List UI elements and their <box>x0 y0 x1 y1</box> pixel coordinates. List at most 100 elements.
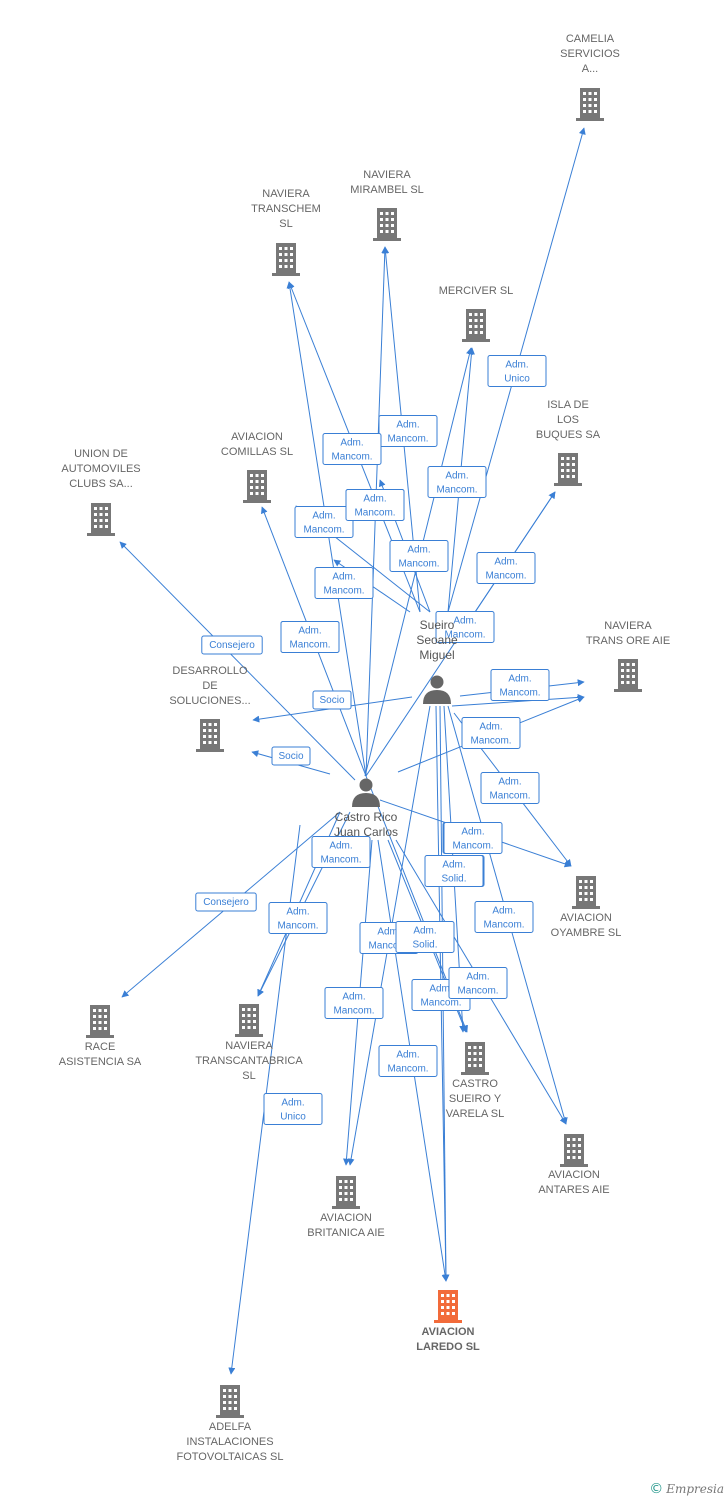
company-node-desarrollo[interactable]: DESARROLLODESOLUCIONES... <box>169 665 251 752</box>
relationship-label[interactable]: Socio <box>312 690 352 710</box>
relationship-label[interactable]: Adm.Mancom. <box>322 433 382 465</box>
relationship-label[interactable]: Adm. Mancom. <box>480 772 540 804</box>
relationship-label-text: Mancom. <box>289 640 330 651</box>
company-node-merciver[interactable]: MERCIVER SL <box>439 285 514 342</box>
relationship-label-box <box>427 466 487 498</box>
relationship-label-box <box>311 836 371 868</box>
building-icon <box>86 1005 114 1038</box>
relationship-label[interactable]: Adm.Mancom. <box>268 902 328 934</box>
person-icon <box>352 778 380 807</box>
person-label: Castro Rico <box>335 810 398 824</box>
relationship-label-text: Adm. <box>461 827 484 838</box>
relationship-label-text: Mancom. <box>303 525 344 536</box>
relationship-label[interactable]: Adm.Mancom. <box>474 901 534 933</box>
relationship-label[interactable]: Adm. Unico <box>487 355 547 387</box>
company-label: NAVIERA <box>225 1040 273 1052</box>
relationship-label[interactable]: Adm.Mancom. <box>435 611 495 643</box>
relationship-label-box <box>294 506 354 538</box>
company-label: TRANSCHEM <box>251 203 321 215</box>
company-node-camelia[interactable]: CAMELIASERVICIOSA... <box>560 33 620 121</box>
relationship-label[interactable]: Adm.Solid. <box>424 855 484 887</box>
relationship-label-box <box>476 552 536 584</box>
relationship-label-text: Mancom. <box>489 791 530 802</box>
relationship-label-text: Adm. <box>281 1098 304 1109</box>
relationship-label-box <box>480 772 540 804</box>
building-icon <box>235 1004 263 1037</box>
relationship-label[interactable]: Adm. Mancom. <box>345 489 405 521</box>
company-label: CASTRO <box>452 1078 498 1090</box>
relationship-label-box <box>201 635 263 655</box>
company-label: NAVIERA <box>604 620 652 632</box>
building-icon <box>196 719 224 752</box>
relationship-label-box <box>378 1045 438 1077</box>
relationship-label[interactable]: Adm.Mancom. <box>389 540 449 572</box>
relationship-label-text: Adm. <box>494 557 517 568</box>
relationship-label-text: Mancom. <box>354 508 395 519</box>
relationship-label[interactable]: Consejero <box>201 635 263 655</box>
relationship-label-text: Adm. <box>505 360 528 371</box>
relationship-label[interactable]: Adm.Mancom. <box>314 567 374 599</box>
relationship-label[interactable]: Adm.Mancom. <box>280 621 340 653</box>
relationship-label[interactable]: Consejero <box>195 892 257 912</box>
relationship-label-text: Consejero <box>203 897 249 908</box>
building-icon <box>572 876 600 909</box>
relationship-label-text: Adm. <box>498 777 521 788</box>
relationship-label[interactable]: Adm.Solid. <box>395 921 455 953</box>
relationship-label[interactable]: Adm.Mancom. <box>378 1045 438 1077</box>
relationship-label-text: Mancom. <box>387 1064 428 1075</box>
company-label: SOLUCIONES... <box>169 695 250 707</box>
relationship-label-text: Adm. <box>363 494 386 505</box>
relationship-label[interactable]: Adm.Mancom. <box>427 466 487 498</box>
relationship-label-text: Solid. <box>441 874 466 885</box>
relationship-label[interactable]: Adm.Mancom. <box>311 836 371 868</box>
relationship-label-text: Adm. <box>342 992 365 1003</box>
relationship-label[interactable]: Socio <box>271 746 311 766</box>
relationship-label[interactable]: Adm.Mancom. <box>294 506 354 538</box>
relationship-label-text: Adm. <box>377 927 400 938</box>
relationship-label[interactable]: Adm.Unico <box>263 1093 323 1125</box>
relationship-label-text: Adm. <box>479 722 502 733</box>
relationship-label-text: Adm. <box>466 972 489 983</box>
relationship-label[interactable]: Adm.Mancom. <box>378 415 438 447</box>
company-label: ADELFA <box>209 1421 252 1433</box>
company-label: AUTOMOVILES <box>61 463 140 475</box>
relationship-label[interactable]: Adm.Mancom. <box>476 552 536 584</box>
relationship-label[interactable]: Adm.Mancom. <box>443 822 503 854</box>
relationship-label-box <box>314 567 374 599</box>
relationship-label-box <box>443 822 503 854</box>
company-label: FOTOVOLTAICAS SL <box>177 1451 284 1463</box>
relationship-label-text: Mancom. <box>368 941 409 952</box>
relationship-label[interactable]: Adm.Mancom. <box>448 967 508 999</box>
relationship-label-box <box>280 621 340 653</box>
relationship-label[interactable]: Adm.Mancom. <box>490 669 550 701</box>
company-label: AVIACION <box>231 431 283 443</box>
relationship-label-text: Adm. <box>396 420 419 431</box>
relationship-label-text: Unico <box>504 374 530 385</box>
company-label: DE <box>202 680 217 692</box>
company-label: OYAMBRE SL <box>551 927 622 939</box>
relationship-label[interactable]: Adm.Mancom. <box>461 717 521 749</box>
relationship-label-text: Adm. <box>445 471 468 482</box>
building-icon <box>243 470 271 503</box>
building-icon <box>434 1290 462 1323</box>
relationship-label[interactable]: Adm.Mancom. <box>324 987 384 1019</box>
relationship-edge <box>451 693 585 707</box>
company-label: UNION DE <box>74 448 128 460</box>
relationship-label-text: Mancom. <box>483 920 524 931</box>
